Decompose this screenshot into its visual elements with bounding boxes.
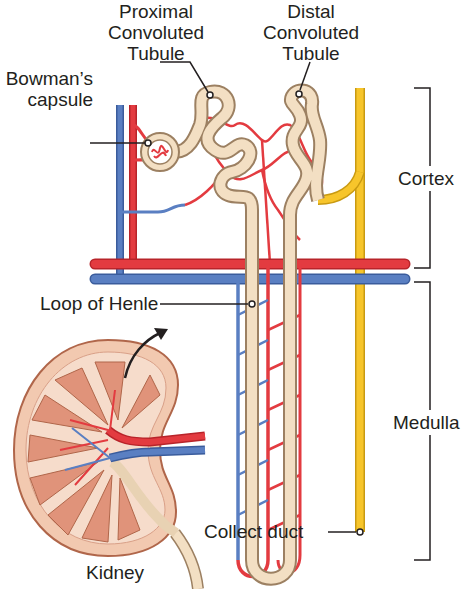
region-label: Medulla — [390, 410, 463, 435]
part-label: Bowman’s capsule — [3, 68, 93, 110]
part-label: Loop of Henle — [40, 293, 158, 314]
part-label: Collect duct — [204, 521, 303, 542]
figure-label: Kidney — [86, 562, 144, 583]
region-label: Cortex — [395, 166, 457, 191]
part-label: Distal Convoluted Tubule — [255, 1, 367, 64]
zoom-arrow — [125, 328, 168, 378]
kidney-illustration — [14, 340, 205, 589]
part-label: Proximal Convoluted Tubule — [95, 1, 217, 64]
